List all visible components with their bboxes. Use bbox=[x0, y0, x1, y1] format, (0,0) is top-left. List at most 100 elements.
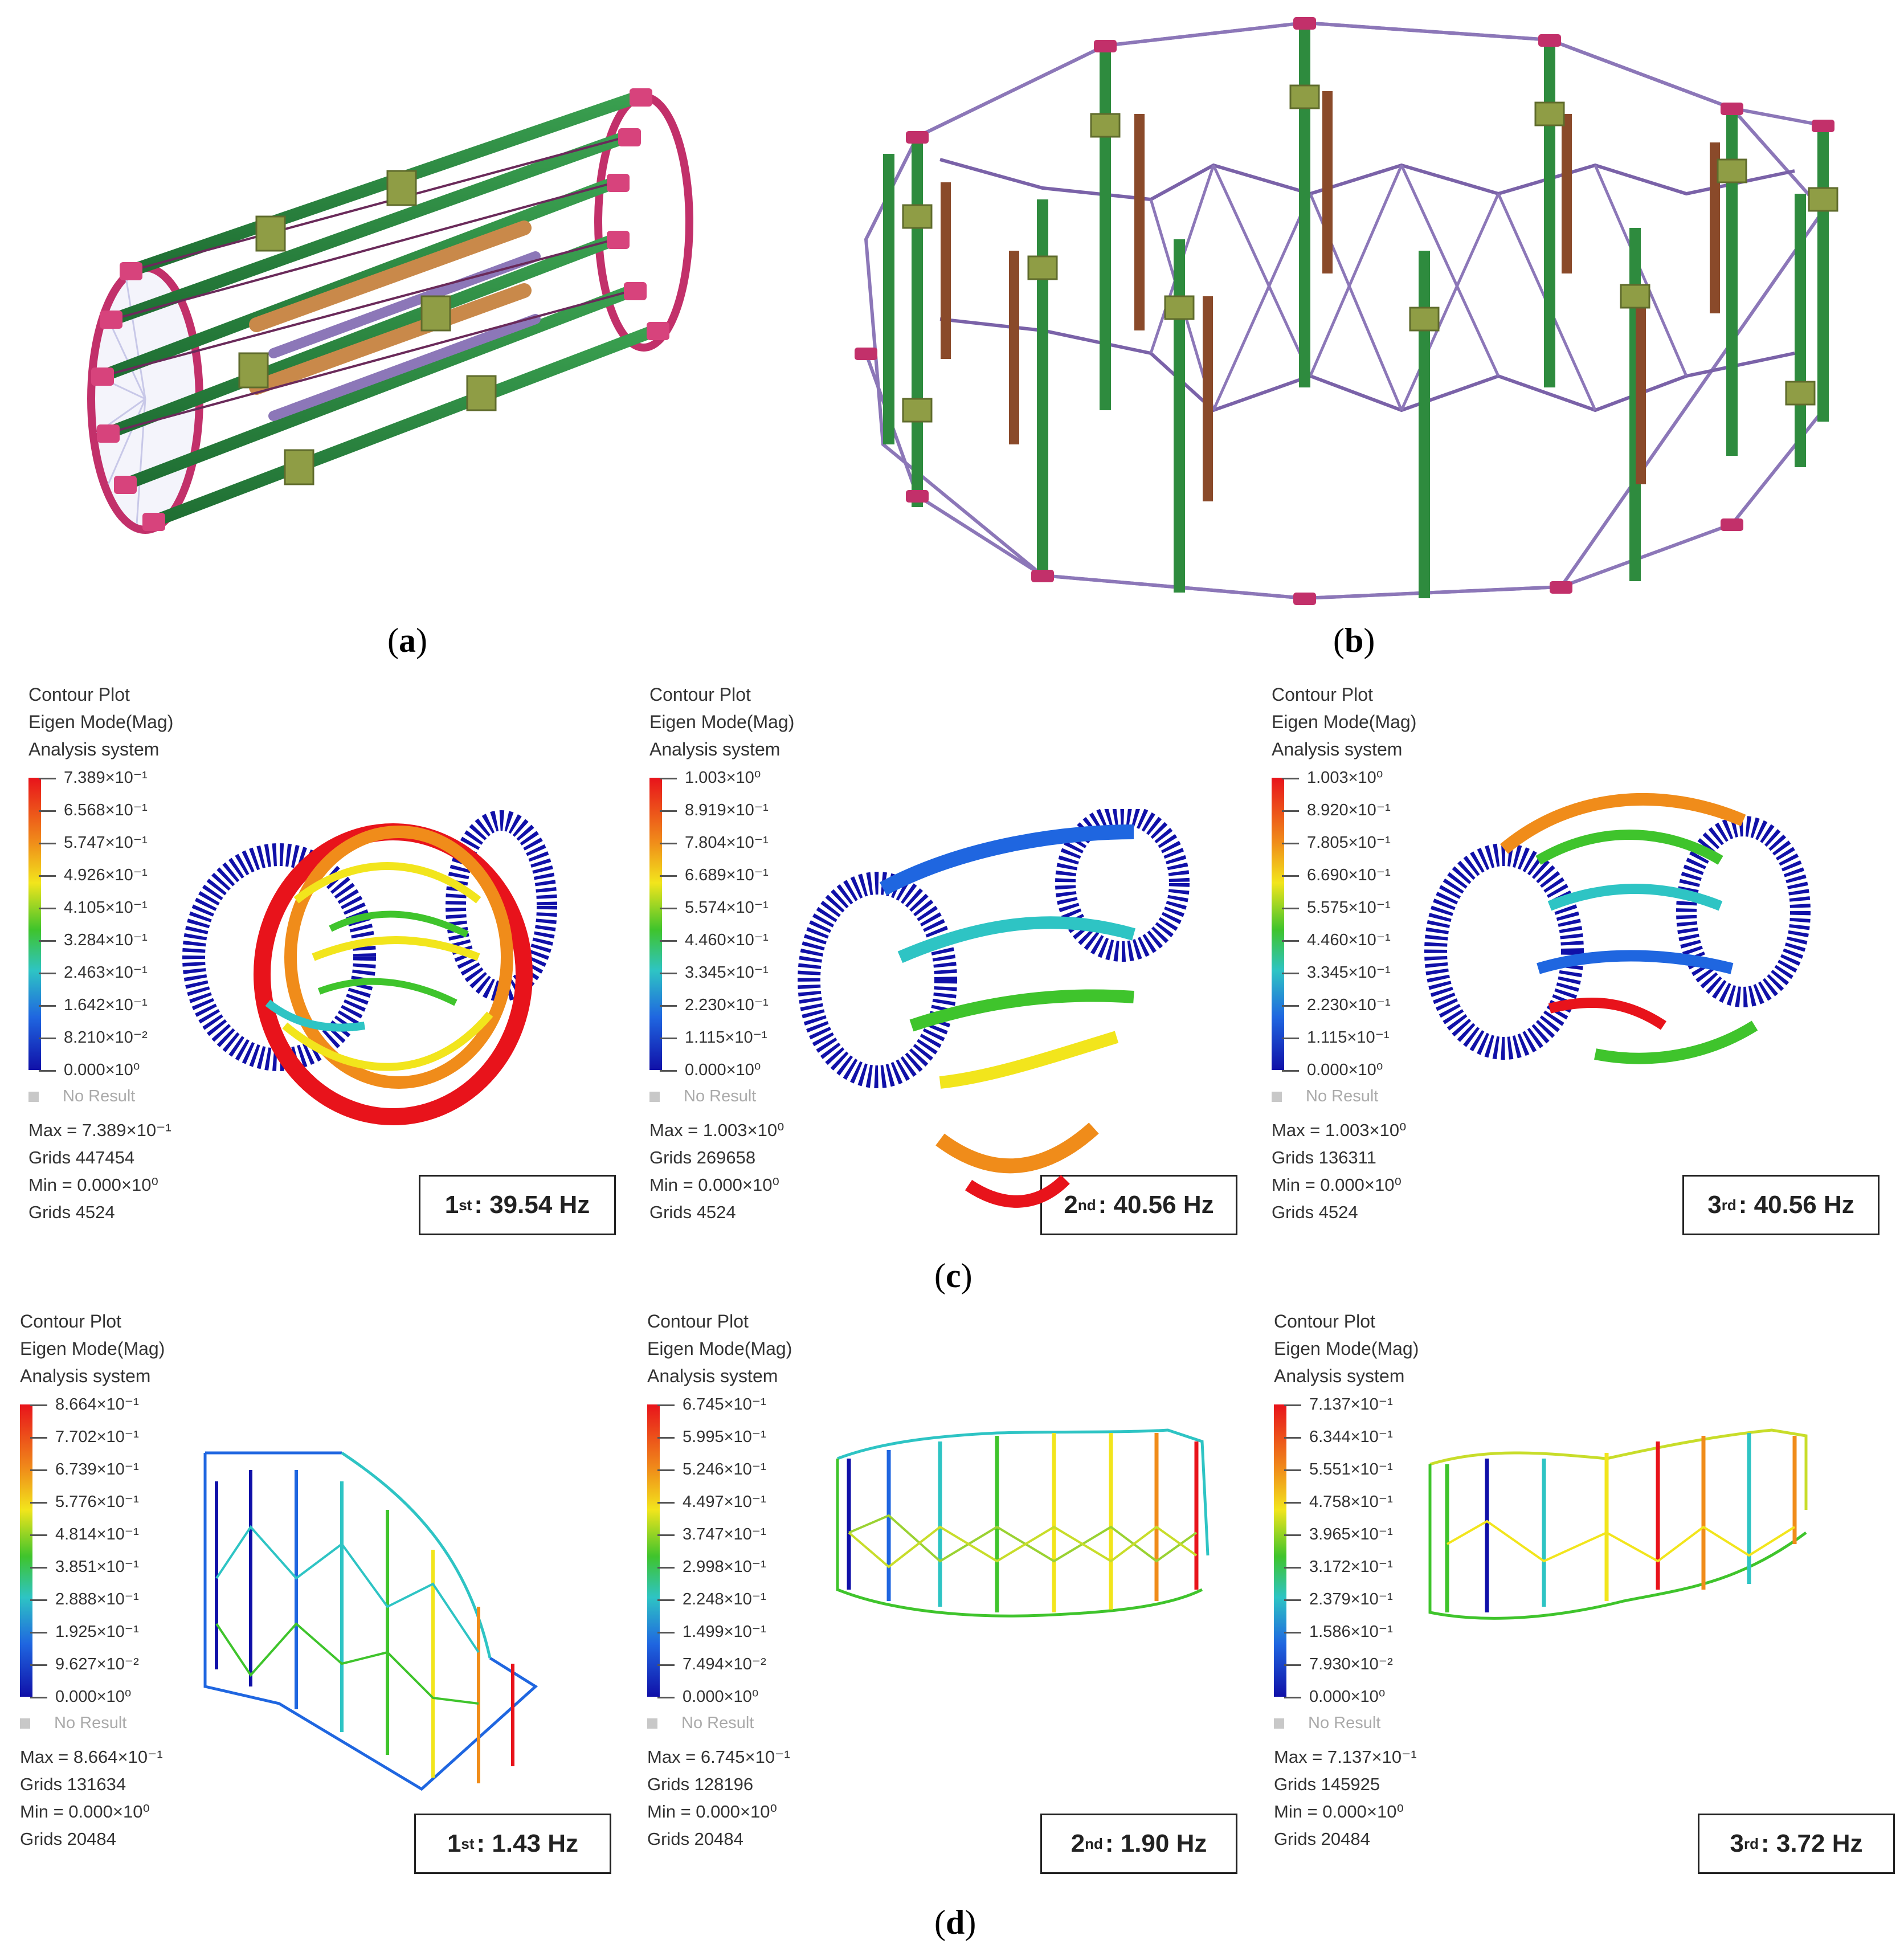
mode-frequency: : 1.90 Hz bbox=[1105, 1829, 1207, 1857]
scale-tick-label: 4.460×10⁻¹ bbox=[685, 931, 769, 949]
no-result-entry: No Result bbox=[1274, 1709, 1380, 1737]
stat-grids-min: Grids 20484 bbox=[647, 1829, 743, 1849]
scale-tick-mark bbox=[660, 1005, 677, 1007]
mode-ordinal-suffix: rd bbox=[1721, 1196, 1737, 1214]
scale-tick-label: 8.920×10⁻¹ bbox=[1307, 801, 1391, 819]
scale-tick-mark bbox=[39, 810, 56, 812]
scale-tick-mark bbox=[1284, 1664, 1301, 1666]
scale-tick-label: 2.230×10⁻¹ bbox=[685, 996, 769, 1014]
color-scale-bar bbox=[1272, 778, 1284, 1070]
stat-max: Max = 7.389×10⁻¹ bbox=[28, 1120, 171, 1140]
no-result-entry: No Result bbox=[20, 1709, 126, 1737]
no-result-entry: No Result bbox=[28, 1083, 135, 1110]
scale-tick-mark bbox=[39, 940, 56, 942]
scale-tick-label: 4.926×10⁻¹ bbox=[64, 866, 148, 884]
scale-tick-label: 2.248×10⁻¹ bbox=[683, 1590, 766, 1608]
caption-a: (a) bbox=[387, 622, 427, 659]
stat-grids-min: Grids 20484 bbox=[1274, 1829, 1370, 1849]
scale-tick-mark bbox=[657, 1599, 675, 1601]
legend-header-line: Analysis system bbox=[1274, 1366, 1405, 1386]
scale-tick-mark bbox=[30, 1534, 47, 1536]
mode-shape-c1 bbox=[182, 810, 557, 1125]
scale-tick-label: 6.689×10⁻¹ bbox=[685, 866, 769, 884]
scale-tick-mark bbox=[1284, 1534, 1301, 1536]
scale-tick-mark bbox=[657, 1632, 675, 1633]
stat-max: Max = 8.664×10⁻¹ bbox=[20, 1747, 163, 1767]
color-scale-bar bbox=[28, 778, 41, 1070]
legend-header-line: Contour Plot bbox=[647, 1311, 749, 1332]
stat-grids-max: Grids 136311 bbox=[1272, 1147, 1376, 1167]
legend-header-line: Contour Plot bbox=[1272, 684, 1373, 705]
stat-grids-min: Grids 4524 bbox=[28, 1202, 115, 1222]
stat-grids-max: Grids 269658 bbox=[649, 1147, 756, 1167]
scale-tick-mark bbox=[660, 810, 677, 812]
stat-grids-min: Grids 20484 bbox=[20, 1829, 116, 1849]
mode-shape-d3 bbox=[1428, 1428, 1808, 1620]
stat-min: Min = 0.000×10⁰ bbox=[1272, 1175, 1402, 1195]
scale-tick-mark bbox=[1282, 875, 1299, 877]
legend-header-line: Eigen Mode(Mag) bbox=[1272, 712, 1417, 732]
stat-grids-max: Grids 131634 bbox=[20, 1774, 126, 1794]
mode-shape-d2 bbox=[836, 1428, 1210, 1618]
mode-ordinal-suffix: nd bbox=[1077, 1196, 1096, 1214]
scale-tick-label: 3.284×10⁻¹ bbox=[64, 931, 148, 949]
scale-tick-label: 1.499×10⁻¹ bbox=[683, 1623, 766, 1641]
scale-tick-label: 0.000×10⁰ bbox=[683, 1688, 759, 1706]
scale-tick-mark bbox=[1284, 1632, 1301, 1633]
scale-tick-mark bbox=[1282, 810, 1299, 812]
scale-tick-label: 8.919×10⁻¹ bbox=[685, 801, 769, 819]
color-scale-bar bbox=[647, 1404, 660, 1697]
scale-tick-label: 1.586×10⁻¹ bbox=[1309, 1623, 1393, 1641]
mode-frequency: : 40.56 Hz bbox=[1098, 1191, 1214, 1219]
scale-tick-mark bbox=[660, 778, 677, 779]
stat-max: Max = 7.137×10⁻¹ bbox=[1274, 1747, 1417, 1767]
no-result-swatch bbox=[649, 1092, 660, 1102]
scale-tick-label: 6.690×10⁻¹ bbox=[1307, 866, 1391, 884]
scale-tick-mark bbox=[657, 1502, 675, 1504]
scale-tick-mark bbox=[657, 1404, 675, 1406]
scale-tick-mark bbox=[1284, 1599, 1301, 1601]
stat-max: Max = 1.003×10⁰ bbox=[649, 1120, 785, 1140]
scale-tick-mark bbox=[30, 1437, 47, 1439]
mode-ordinal: 3 bbox=[1707, 1191, 1722, 1219]
mode-ordinal-suffix: nd bbox=[1085, 1835, 1103, 1852]
scale-tick-label: 5.995×10⁻¹ bbox=[683, 1428, 766, 1446]
legend-header-line: Contour Plot bbox=[1274, 1311, 1375, 1332]
no-result-entry: No Result bbox=[649, 1083, 756, 1110]
scale-tick-mark bbox=[39, 778, 56, 779]
scale-tick-label: 3.345×10⁻¹ bbox=[685, 963, 769, 982]
scale-tick-label: 5.551×10⁻¹ bbox=[1309, 1460, 1393, 1479]
scale-tick-label: 7.804×10⁻¹ bbox=[685, 834, 769, 852]
scale-tick-label: 2.463×10⁻¹ bbox=[64, 963, 148, 982]
scale-tick-mark bbox=[30, 1664, 47, 1666]
scale-tick-label: 1.115×10⁻¹ bbox=[685, 1028, 767, 1047]
stat-grids-max: Grids 145925 bbox=[1274, 1774, 1380, 1794]
mode-ordinal-suffix: st bbox=[459, 1196, 472, 1214]
scale-tick-label: 7.805×10⁻¹ bbox=[1307, 834, 1391, 852]
scale-tick-label: 6.568×10⁻¹ bbox=[64, 801, 148, 819]
scale-tick-mark bbox=[657, 1664, 675, 1666]
scale-tick-label: 4.758×10⁻¹ bbox=[1309, 1493, 1393, 1511]
stat-min: Min = 0.000×10⁰ bbox=[649, 1175, 779, 1195]
stat-max: Max = 1.003×10⁰ bbox=[1272, 1120, 1407, 1140]
scale-tick-label: 0.000×10⁰ bbox=[55, 1688, 132, 1706]
legend-header-line: Analysis system bbox=[647, 1366, 778, 1386]
scale-tick-label: 2.998×10⁻¹ bbox=[683, 1558, 766, 1576]
scale-tick-mark bbox=[30, 1632, 47, 1633]
stowed-truss-model bbox=[87, 88, 693, 534]
legend-header-line: Eigen Mode(Mag) bbox=[20, 1338, 165, 1359]
scale-tick-mark bbox=[1282, 843, 1299, 844]
mode-ordinal: 2 bbox=[1071, 1829, 1085, 1857]
